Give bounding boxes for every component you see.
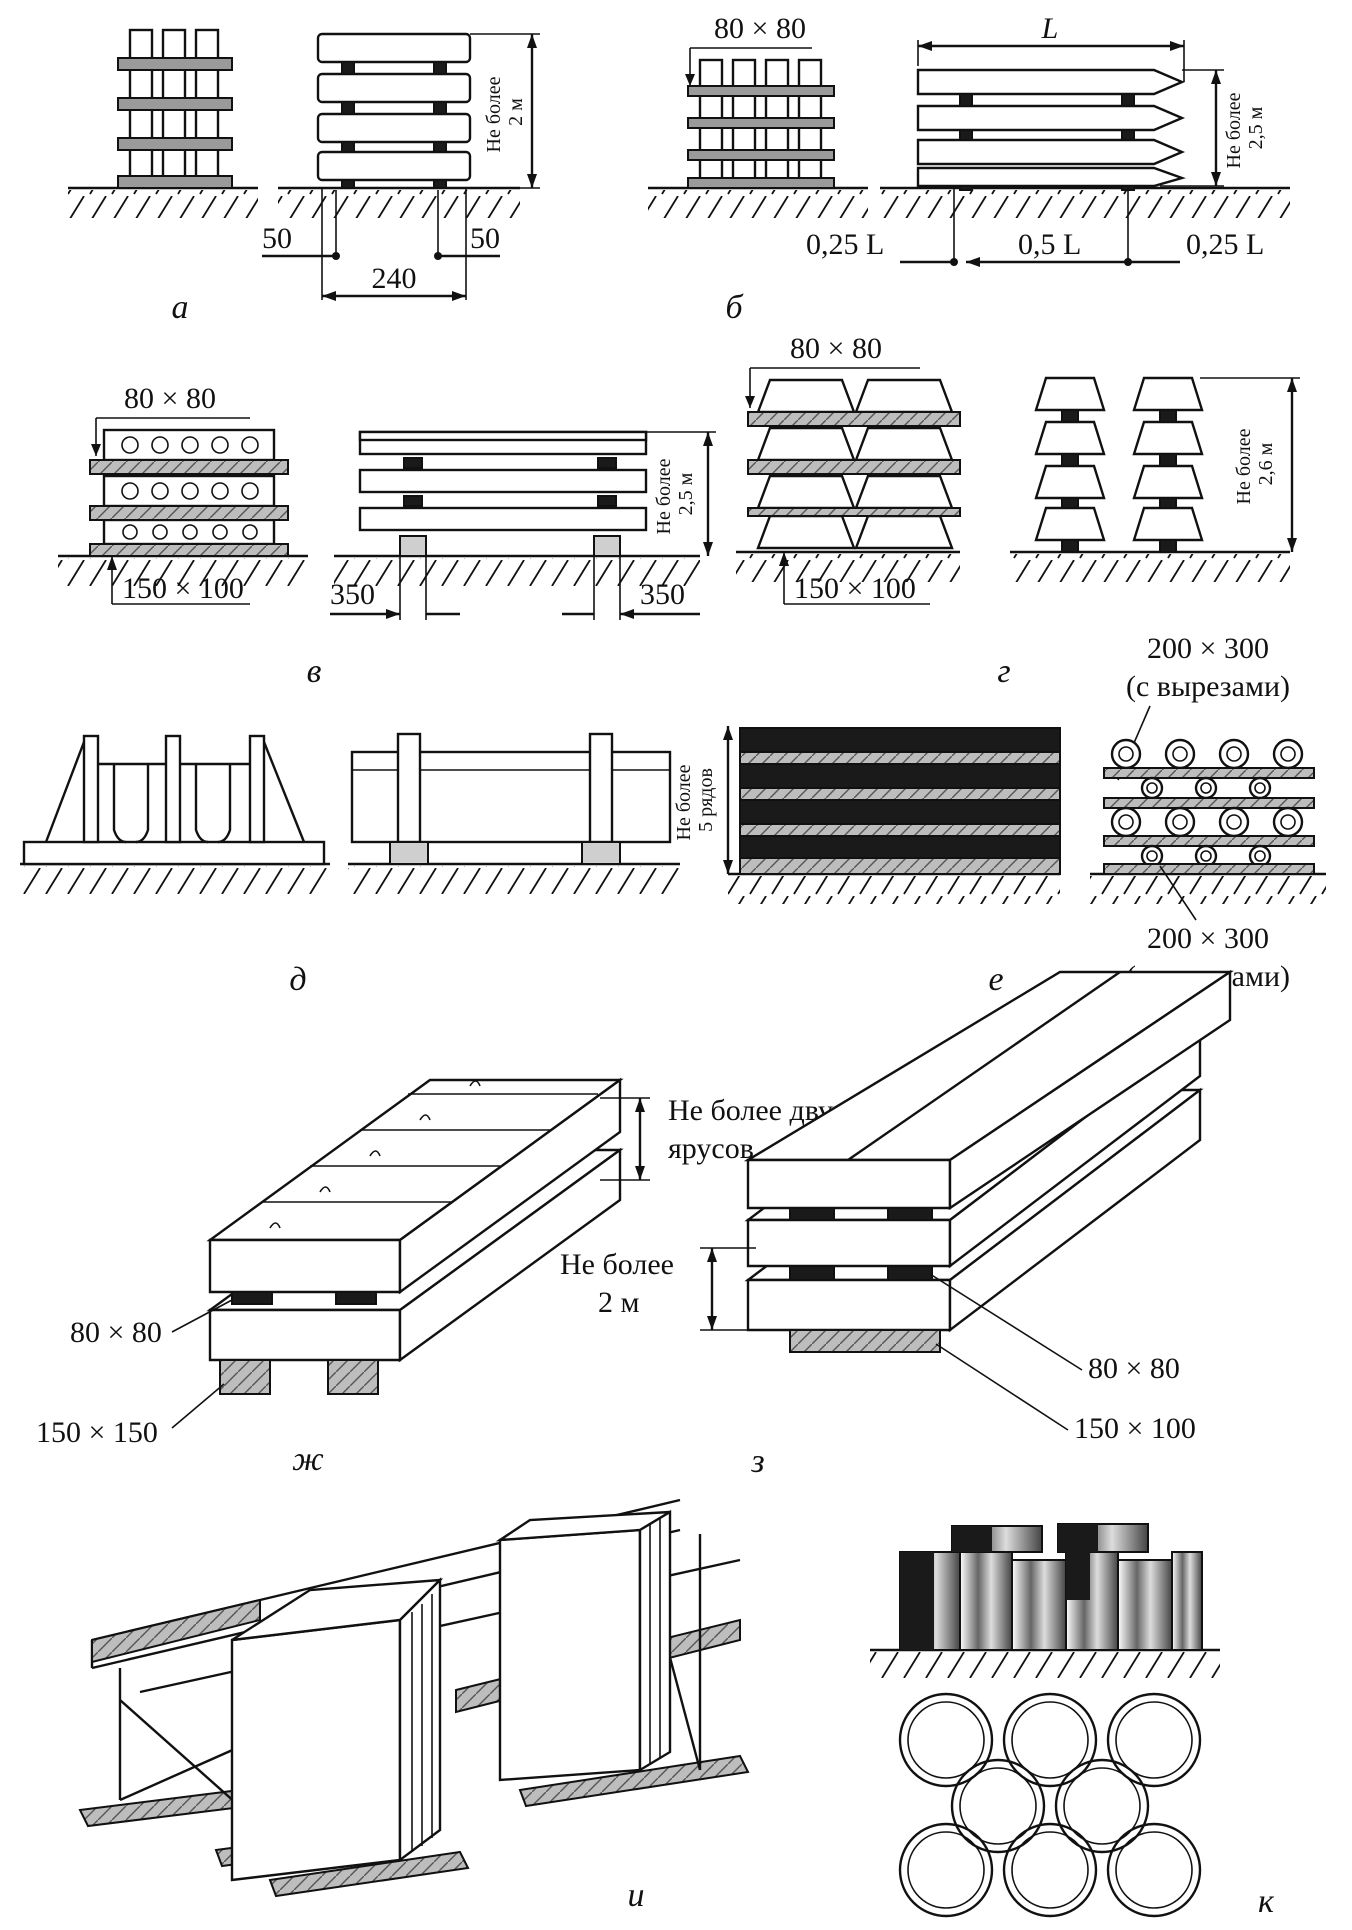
panel-cassette-3d — [78, 1498, 750, 1898]
ground-line — [68, 186, 520, 218]
panel-letter-v: в — [307, 653, 322, 690]
panel-v: 80 × 80 150 × 100 — [58, 382, 716, 690]
pipe-stack-side — [739, 727, 1061, 875]
length-label-b: L — [1041, 12, 1059, 45]
dim-v-right: 350 — [640, 578, 685, 611]
spacer-label-z: 80 × 80 — [1088, 1352, 1180, 1385]
slab-stack-side — [358, 430, 648, 557]
height-note-a: Не более 2 м — [483, 72, 527, 153]
height-note-e: Не более 5 рядов — [673, 760, 717, 841]
height-note-b: Не более 2,5 м — [1223, 88, 1267, 169]
panel-z: Не более 2 м 80 × 80 150 × 100 з — [560, 969, 1234, 1480]
panel-b: 80 × 80 — [648, 12, 1290, 326]
slab-stack-front — [89, 428, 289, 557]
pile-stack-side — [916, 68, 1186, 191]
height-note-z-line1: Не более — [560, 1248, 674, 1281]
panel-letter-zh: ж — [292, 1441, 324, 1478]
panel-g: 80 × 80 150 × 100 — [736, 332, 1300, 690]
dim-a-left: 50 — [262, 222, 292, 255]
rings-front — [898, 1692, 1202, 1918]
ground-line — [736, 550, 1290, 582]
top-note-line1: 200 × 300 — [1147, 632, 1269, 665]
ground-line — [870, 1648, 1220, 1678]
panel-letter-z: з — [750, 1443, 764, 1480]
dim-a-span: 240 — [372, 262, 417, 295]
ground-line — [20, 862, 680, 894]
panel-letter-g: г — [997, 653, 1010, 690]
base-label-z: 150 × 100 — [1074, 1412, 1196, 1445]
tiers-note-line2: ярусов — [668, 1132, 754, 1165]
spacer-label-v: 80 × 80 — [124, 382, 216, 415]
stack-front-view — [117, 28, 233, 189]
height-note-g: Не более 2,6 м — [1233, 424, 1277, 505]
panel-letter-k: к — [1258, 1883, 1275, 1920]
panel-letter-b: б — [725, 289, 744, 326]
panel-letter-i: и — [628, 1877, 645, 1914]
dim-v-left: 350 — [330, 578, 375, 611]
beam-stack-3d-long — [743, 969, 1234, 1353]
height-note-z-line2: 2 м — [598, 1286, 640, 1319]
bottom-note-line1: 200 × 300 — [1147, 922, 1269, 955]
rolls-side — [899, 1523, 1203, 1651]
stack-front-view — [687, 58, 835, 189]
dim-b-left: 0,25 L — [806, 228, 884, 261]
height-note-v: Не более 2,5 м — [653, 454, 697, 535]
top-note-line2: (с вырезами) — [1126, 670, 1290, 703]
panel-letter-d: д — [289, 961, 306, 998]
panel-zh: Не более двух ярусов 80 × 80 150 × 150 ж — [36, 1077, 848, 1478]
panel-letter-a: а — [172, 289, 189, 326]
stack-side-view — [316, 32, 472, 189]
ground-line — [648, 186, 1290, 218]
spacer-label-zh: 80 × 80 — [70, 1316, 162, 1349]
panel-letter-e: е — [988, 961, 1003, 998]
panel-i: и — [78, 1498, 750, 1914]
block-stack-front — [747, 378, 961, 550]
base-label-g: 150 × 100 — [794, 572, 916, 605]
beam-stack-3d — [206, 1077, 624, 1395]
cassette-side — [350, 732, 672, 865]
pipe-stack-front — [1103, 738, 1315, 875]
spacer-label-b: 80 × 80 — [714, 12, 806, 45]
base-label-zh: 150 × 150 — [36, 1416, 158, 1449]
panel-a: Не более 2 м 50 240 50 а — [68, 28, 540, 326]
block-stack-side — [1034, 376, 1204, 553]
cassette-front — [22, 734, 326, 866]
panel-d: д — [20, 732, 680, 998]
dim-b-middle: 0,5 L — [1018, 228, 1081, 261]
dim-b-right: 0,25 L — [1186, 228, 1264, 261]
panel-e: Не более 5 рядов 200 × 300 (с вырезами) — [673, 632, 1326, 998]
base-label-v: 150 × 100 — [122, 572, 244, 605]
spacer-label-g: 80 × 80 — [790, 332, 882, 365]
ground-line — [728, 872, 1326, 904]
panel-k: к — [870, 1523, 1275, 1920]
dim-a-right: 50 — [470, 222, 500, 255]
